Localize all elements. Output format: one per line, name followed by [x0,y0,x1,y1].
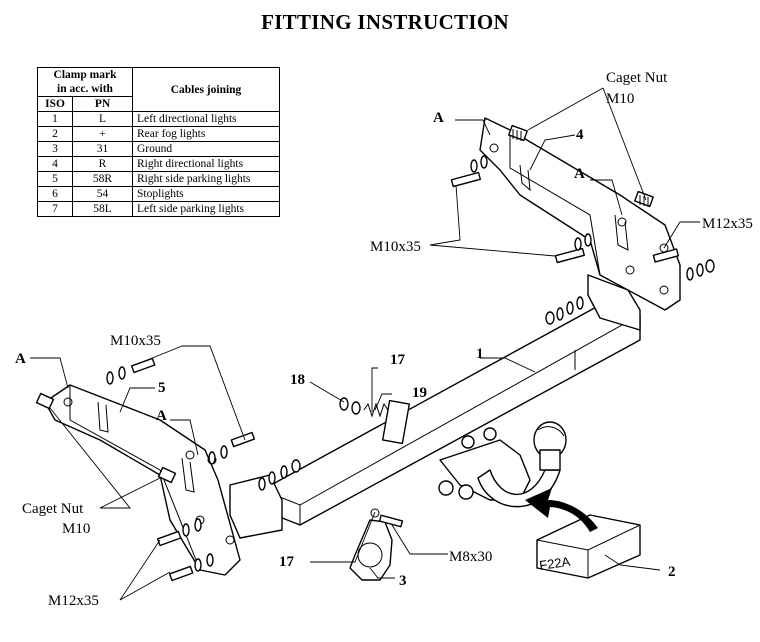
header-clamp-line1: Clamp mark [53,69,117,81]
tow-ball-assembly [381,399,567,508]
main-crossbar [229,274,641,539]
socket-plate [349,508,404,581]
page-title: FITTING INSTRUCTION [261,10,509,34]
box-code-label: F22A [538,554,571,573]
caget-nut-bottom [35,392,177,484]
label-a-left: A [15,351,26,367]
arrow-icon [525,488,598,532]
header-cables-joining: Cables joining [132,67,280,112]
label-part-17-top: 17 [390,352,406,368]
header-pn: PN [72,96,133,112]
label-a-top-left: A [433,110,444,126]
small-fasteners [339,397,389,418]
leader-lines [30,87,700,601]
table-header-row: Clamp mark in acc. with Cables joining [37,67,280,112]
cell-pn: 58L [72,201,133,217]
caget-nut-top-label-2: M10 [606,91,634,107]
label-part-18: 18 [290,372,305,388]
header-clamp-line2: in acc. with [57,83,113,95]
label-part-3: 3 [399,573,407,589]
cell-cable: Right directional lights [132,156,280,172]
cell-cable: Stoplights [132,186,280,202]
label-part-17-bottom: 17 [279,554,295,570]
label-a-left-lower: A [156,408,167,424]
label-a-top-right: A [574,166,585,182]
bolts-right [450,155,715,325]
label-part-4: 4 [576,127,584,143]
label-part-5: 5 [158,380,166,396]
caget-nut-bottom-label-2: M10 [62,521,90,537]
label-part-2: 2 [668,564,676,580]
cell-cable: Left side parking lights [132,201,280,217]
label-m10x35-right: M10x35 [370,239,421,255]
label-part-1: 1 [476,346,484,362]
product-box [536,514,641,579]
caget-nut-bottom-label-1: Caget Nut [22,501,84,517]
label-m8x30: M8x30 [449,549,492,565]
label-m10x35-left: M10x35 [110,333,161,349]
right-side-bracket [479,117,681,311]
label-m12x35-right: M12x35 [702,216,753,232]
cell-pn: 58R [72,171,133,187]
label-m12x35-left: M12x35 [48,593,99,609]
header-clamp-mark: Clamp mark in acc. with [37,67,133,97]
caget-nut-top [508,124,654,208]
left-side-bracket [44,384,241,576]
label-part-19: 19 [412,385,427,401]
cable-joining-table: Clamp mark in acc. with Cables joining I… [37,67,280,217]
cell-cable: Right side parking lights [132,171,280,187]
caget-nut-top-label-1: Caget Nut [606,70,668,86]
